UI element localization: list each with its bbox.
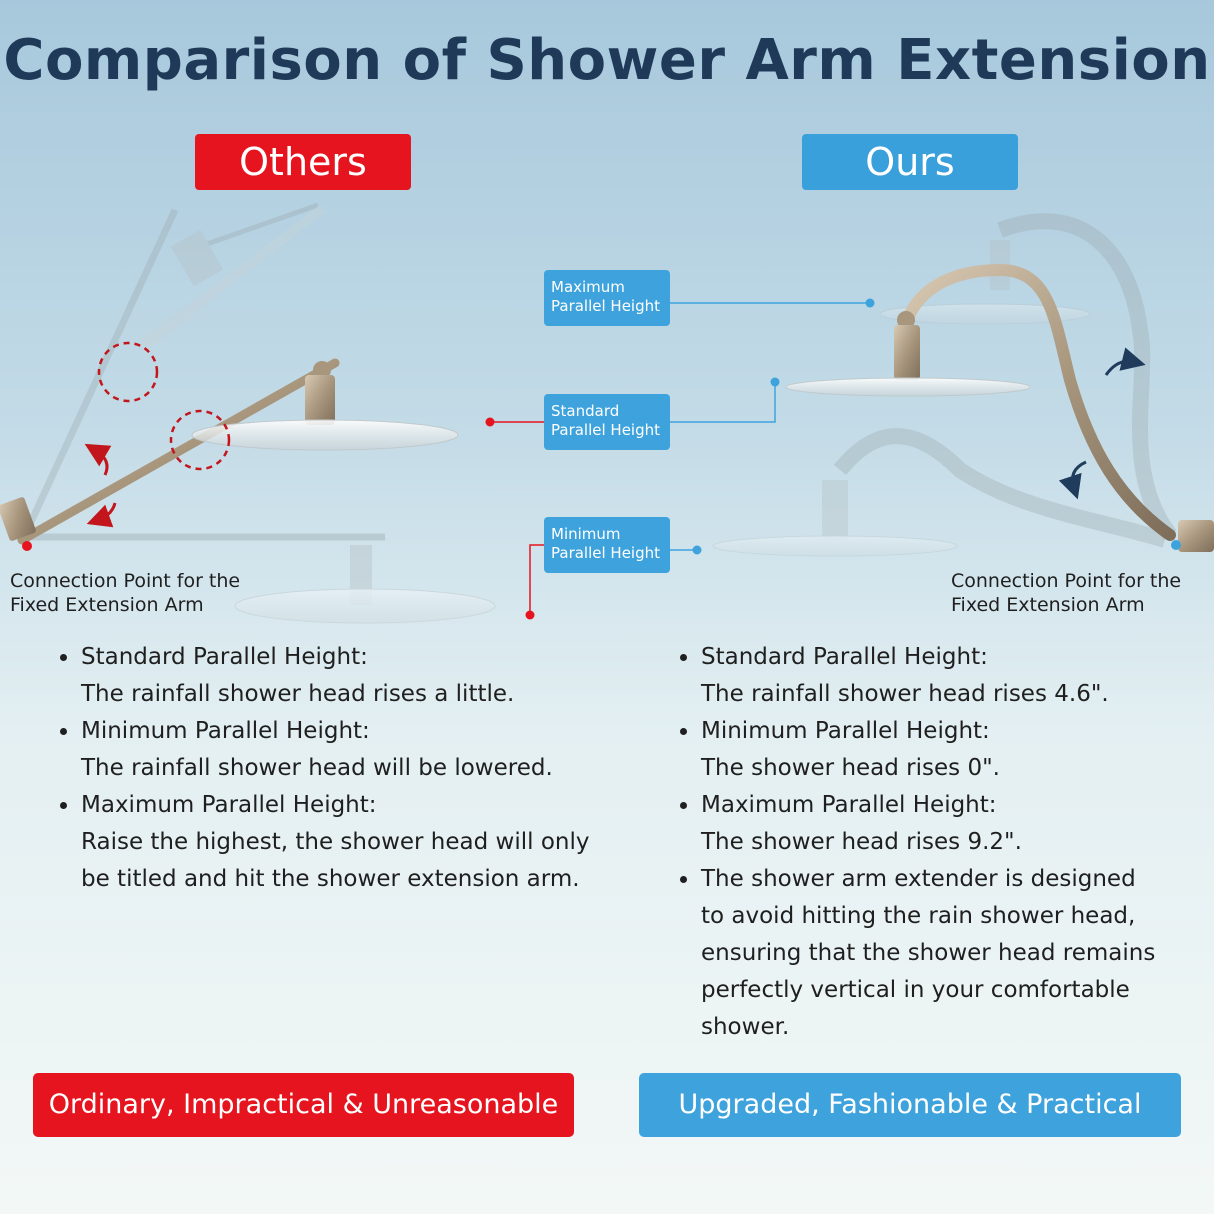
list-item: Standard Parallel Height: The rainfall s… [680,639,1200,713]
point-heading: Minimum Parallel Height: [701,718,990,744]
others-connection-label: Connection Point for the Fixed Extension… [10,569,240,617]
point-heading: Maximum Parallel Height: [81,792,377,818]
list-item: The shower arm extender is designed to a… [680,861,1200,1046]
list-item: Maximum Parallel Height: The shower head… [680,787,1200,861]
page-title: Comparison of Shower Arm Extension [3,28,1211,93]
point-text: perfectly vertical in your comfortable [701,977,1130,1003]
label-line: Fixed Extension Arm [10,594,204,616]
ours-summary-banner: Upgraded, Fashionable & Practical [639,1073,1181,1137]
label-line: Parallel Height [551,297,661,315]
label-line: Connection Point for the [10,570,241,592]
maximum-height-label: Maximum Parallel Height [544,270,670,326]
point-text: shower. [701,1014,790,1040]
ours-connection-dot [1171,540,1181,550]
point-heading: Standard Parallel Height: [701,644,988,670]
collision-marker [97,341,159,403]
point-text: The rainfall shower head rises a little. [81,681,515,707]
ghost-minimum-arm [712,428,1168,557]
point-text: to avoid hitting the rain shower head, [701,903,1136,929]
point-heading: Standard Parallel Height: [81,644,368,670]
label-line: Connection Point for the [951,570,1182,592]
point-text: The shower head rises 0". [701,755,1000,781]
point-text: The rainfall shower head rises 4.6". [701,681,1109,707]
point-text: The rainfall shower head will be lowered… [81,755,553,781]
minimum-height-label: Minimum Parallel Height [544,517,670,573]
list-item: Standard Parallel Height: The rainfall s… [60,639,620,713]
point-heading: Minimum Parallel Height: [81,718,370,744]
ours-tag: Ours [802,134,1018,190]
ours-connection-label: Connection Point for the Fixed Extension… [951,569,1181,617]
height-pointers [485,298,875,620]
ghost-maximum-arm [879,213,1177,540]
list-item: Minimum Parallel Height: The rainfall sh… [60,713,620,787]
point-text: be titled and hit the shower extension a… [81,866,580,892]
ours-feature-list: Standard Parallel Height: The rainfall s… [680,639,1200,1046]
label-line: Minimum [551,525,621,543]
label-line: Parallel Height [551,421,661,439]
point-text: Raise the highest, the shower head will … [81,829,590,855]
ours-illustration [712,213,1214,557]
label-line: Standard [551,402,620,420]
label-line: Fixed Extension Arm [951,594,1145,616]
list-item: Minimum Parallel Height: The shower head… [680,713,1200,787]
collision-marker [169,409,231,471]
others-illustration [0,202,496,624]
others-tag: Others [195,134,411,190]
others-connection-dot [22,541,32,551]
point-text: ensuring that the shower head remains [701,940,1156,966]
point-text: The shower head rises 9.2". [701,829,1022,855]
standard-height-label: Standard Parallel Height [544,394,670,450]
others-summary-banner: Ordinary, Impractical & Unreasonable [33,1073,574,1137]
point-heading: Maximum Parallel Height: [701,792,997,818]
list-item: Maximum Parallel Height: Raise the highe… [60,787,620,898]
ghost-raised-arm [21,202,325,537]
ghost-lowered-arm [25,533,496,624]
label-line: Parallel Height [551,544,661,562]
others-feature-list: Standard Parallel Height: The rainfall s… [60,639,620,898]
label-line: Maximum [551,278,625,296]
point-text: The shower arm extender is designed [701,866,1136,892]
